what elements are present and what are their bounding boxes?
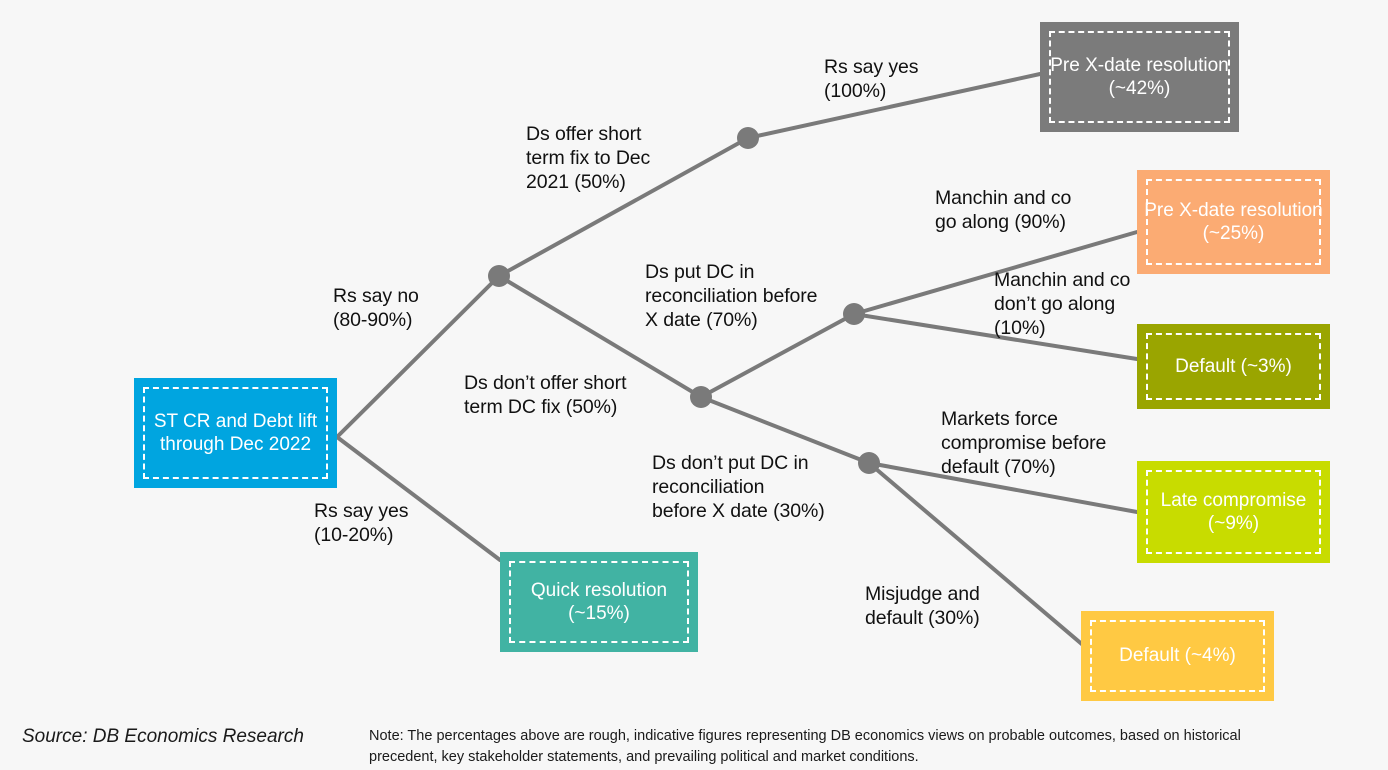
edge-label-markets-force-compromise: Markets force compromise before default …: [941, 408, 1107, 478]
edge-label-manchin-dont-go-along: Manchin and co don’t go along (10%): [994, 269, 1131, 339]
node-label: Default (~3%): [1175, 355, 1292, 377]
edge-label-ds-put-dc-in-reconciliation: Ds put DC in reconciliation before X dat…: [645, 261, 818, 331]
junction-node-j2[interactable]: [737, 127, 759, 149]
footnote: Note: The percentages above are rough, i…: [369, 728, 1241, 765]
node-late-compromise-9[interactable]: Late compromise (~9%): [1137, 461, 1330, 563]
junction-node-j1[interactable]: [488, 265, 510, 287]
node-label: Quick resolution (~15%): [530, 579, 668, 624]
edge-label-rs-say-yes-100: Rs say yes (100%): [824, 56, 919, 102]
edge-label-ds-offer-short-term-fix: Ds offer short term fix to Dec 2021 (50%…: [526, 123, 651, 193]
node-label: Late compromise (~9%): [1160, 489, 1307, 534]
edge-label-misjudge-and-default: Misjudge and default (30%): [865, 583, 980, 629]
node-label: ST CR and Debt lift through Dec 2022: [153, 410, 318, 455]
source-note: Source: DB Economics Research: [22, 726, 304, 747]
junction-node-j4[interactable]: [843, 303, 865, 325]
edge-label-manchin-go-along: Manchin and co go along (90%): [935, 187, 1072, 233]
node-label: Pre X-date resolution (~25%): [1144, 199, 1323, 244]
node-pre-x-date-25[interactable]: Pre X-date resolution (~25%): [1137, 170, 1330, 274]
node-default-4[interactable]: Default (~4%): [1081, 611, 1274, 701]
node-pre-x-date-42[interactable]: Pre X-date resolution (~42%): [1040, 22, 1239, 132]
node-default-3[interactable]: Default (~3%): [1137, 324, 1330, 409]
node-quick-resolution-15[interactable]: Quick resolution (~15%): [500, 552, 698, 652]
node-label: Pre X-date resolution (~42%): [1050, 54, 1229, 99]
edge-label-rs-say-no: Rs say no (80-90%): [333, 285, 419, 331]
node-root[interactable]: ST CR and Debt lift through Dec 2022: [134, 378, 337, 488]
edge-label-ds-dont-offer-short-term-dc-fix: Ds don’t offer short term DC fix (50%): [464, 372, 627, 418]
junction-node-j5[interactable]: [858, 452, 880, 474]
junction-node-j3[interactable]: [690, 386, 712, 408]
edge-label-rs-say-yes-10-20: Rs say yes (10-20%): [314, 500, 409, 546]
node-label: Default (~4%): [1119, 645, 1236, 667]
edge-label-ds-dont-put-dc-in-reconciliation: Ds don’t put DC in reconciliation before…: [652, 452, 825, 522]
